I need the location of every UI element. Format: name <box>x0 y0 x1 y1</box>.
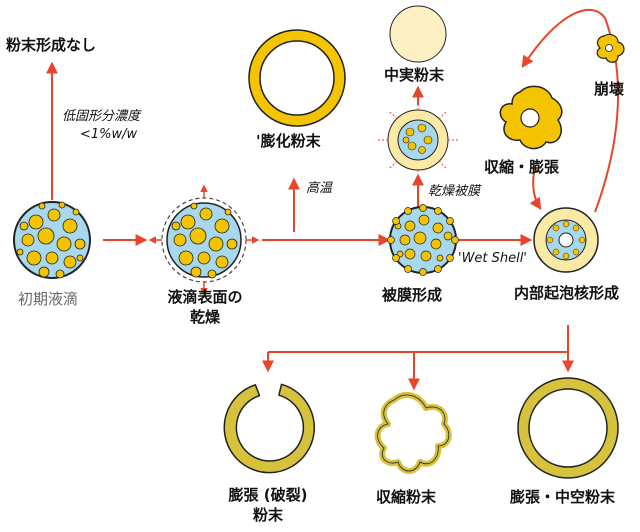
puffed-powder-particle <box>248 29 346 127</box>
film-formation-particle <box>387 204 459 276</box>
arrow-bubble-down-branch <box>262 325 574 391</box>
bubble-nucleation-particle <box>533 207 599 273</box>
low-concentration-value: <1%w/w <box>80 127 138 142</box>
drying-droplet-particle <box>148 184 260 296</box>
collapse-label: 崩壊 <box>594 80 625 98</box>
burst-powder-label-line2: 粉末 <box>252 506 283 524</box>
shrink-expand-particle <box>499 85 563 150</box>
solid-powder-label: 中実粉末 <box>384 66 445 84</box>
dry-film-label: 乾燥被膜 <box>428 184 481 199</box>
high-temp-label: 高温 <box>306 181 333 196</box>
film-formation-label: 被膜形成 <box>382 286 443 304</box>
arrow-shrink-to-bubble <box>529 167 542 210</box>
initial-droplet-label: 初期液滴 <box>18 290 79 308</box>
collapse-particle <box>596 33 625 63</box>
hollow-powder-label: 膨張・中空粉末 <box>510 488 616 506</box>
bubble-nucleation-label: 内部起泡核形成 <box>514 284 620 302</box>
burst-powder-label-line1: 膨張 (破裂) <box>228 486 308 504</box>
arrow-bubble-to-collapse <box>521 9 620 213</box>
dry-film-particle <box>378 100 458 180</box>
burst-powder-particle <box>223 383 315 474</box>
puffed-powder-label: '膨化粉末 <box>256 132 321 150</box>
low-concentration-label: 低固形分濃度 <box>62 109 141 124</box>
shrunk-powder-particle <box>374 391 452 474</box>
drying-label-line2: 乾燥 <box>189 308 220 326</box>
shrunk-powder-label: 収縮粉末 <box>376 488 437 506</box>
initial-droplet-particle <box>13 201 91 279</box>
solid-powder-particle <box>389 5 447 63</box>
hollow-powder-particle <box>517 377 619 479</box>
wet-shell-label: 'Wet Shell' <box>458 251 527 266</box>
drying-label-line1: 液滴表面の <box>167 288 243 306</box>
shrink-expand-label: 収縮・膨張 <box>484 158 560 176</box>
no-powder-label: 粉末形成なし <box>6 36 97 54</box>
